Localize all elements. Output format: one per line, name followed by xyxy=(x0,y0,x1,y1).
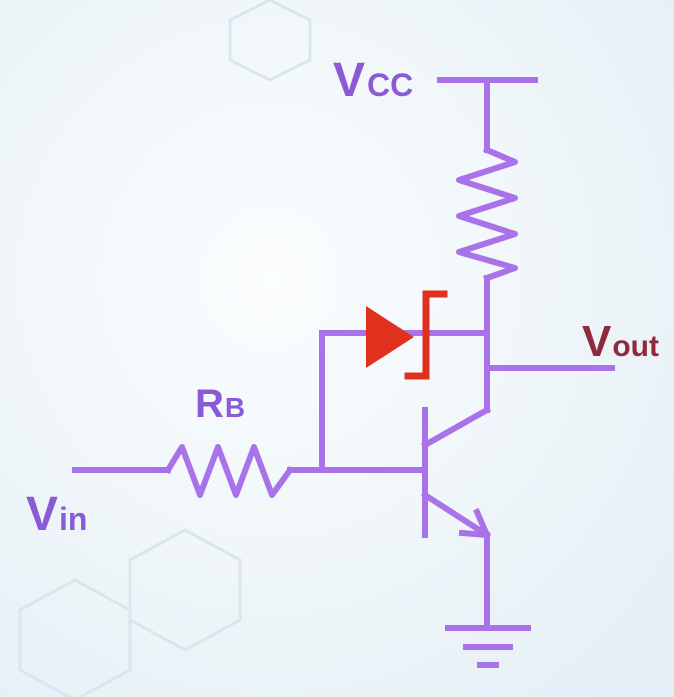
rb-label-sub: B xyxy=(225,392,245,423)
vout-label: Vout xyxy=(582,317,659,366)
transistor-collector xyxy=(420,405,492,450)
vcc-label-sub: CC xyxy=(367,67,413,103)
vin-label: Vin xyxy=(26,488,87,541)
rb-label: RB xyxy=(195,382,245,426)
collector-resistor xyxy=(456,146,518,282)
vout-label-main: V xyxy=(582,317,612,366)
rb-label-main: R xyxy=(195,382,224,426)
vin-label-main: V xyxy=(26,488,58,541)
vcc-label-main: V xyxy=(333,54,365,107)
rb-resistor xyxy=(163,444,295,498)
zener-bar xyxy=(404,290,448,380)
vin-label-sub: in xyxy=(59,501,87,537)
transistor-emitter xyxy=(420,490,492,540)
background-decoration xyxy=(18,0,312,697)
vcc-label: VCC xyxy=(333,54,413,107)
zener-diode xyxy=(366,290,448,380)
wires xyxy=(72,77,615,668)
labels: VCC Vout Vin RB xyxy=(26,54,659,541)
zener-triangle xyxy=(366,306,414,368)
vout-label-sub: out xyxy=(612,330,659,363)
